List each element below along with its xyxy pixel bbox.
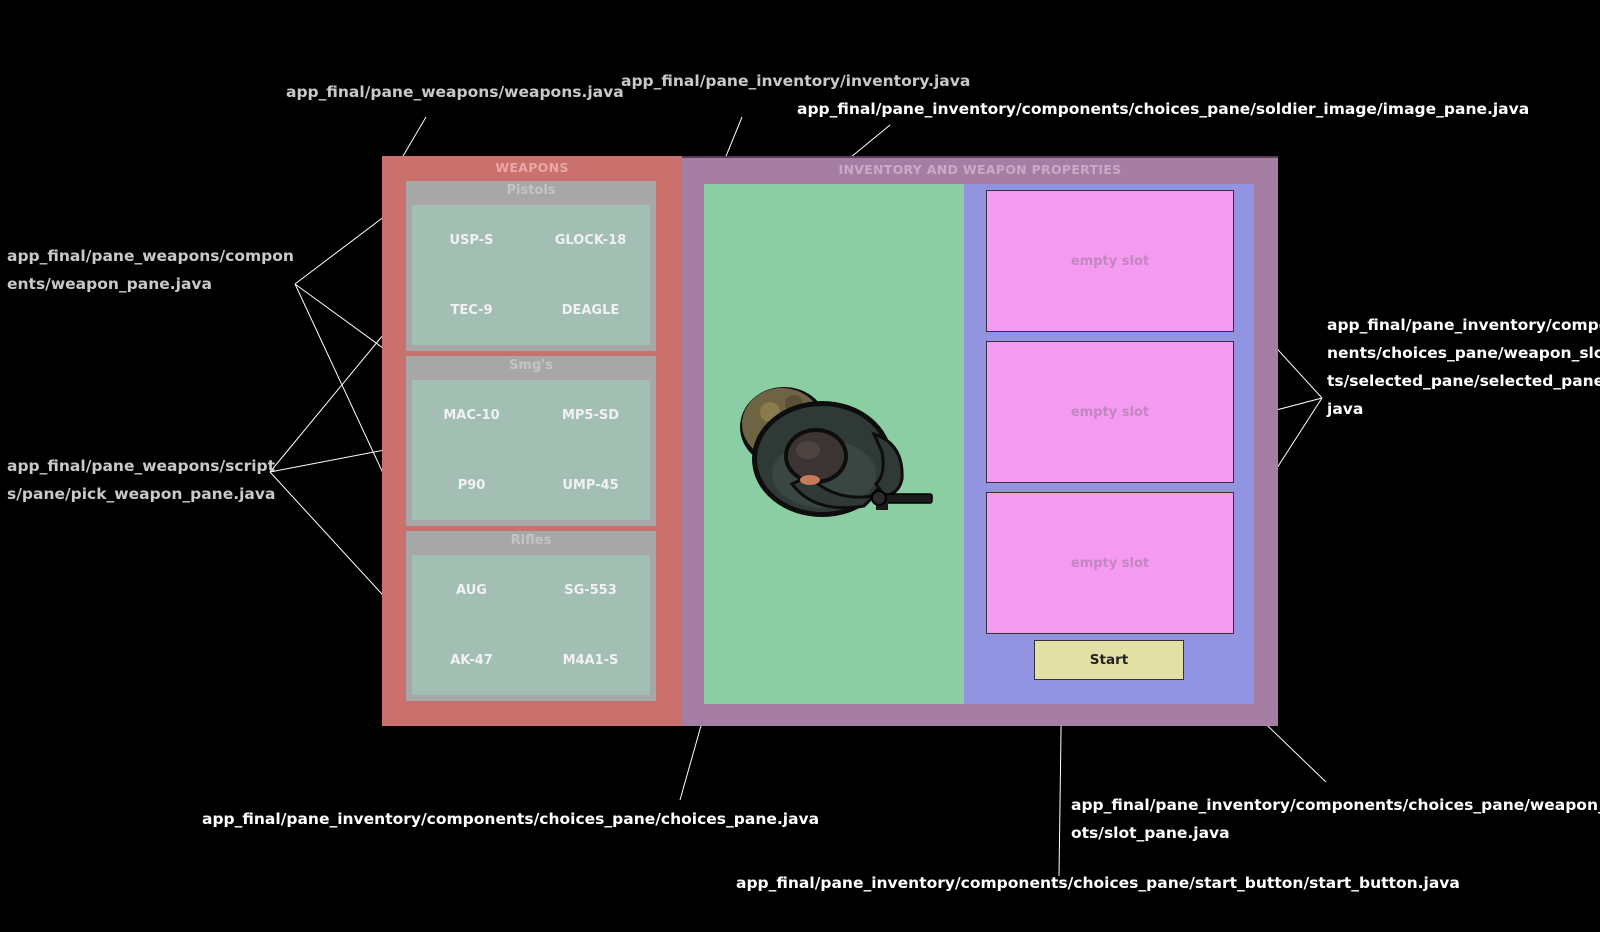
pick-weapon-pane: USP-S GLOCK-18 TEC-9 DEAGLE <box>412 205 650 345</box>
annotation-inventory-java: app_final/pane_inventory/inventory.java <box>621 72 971 90</box>
weapon-group-title: Pistols <box>506 183 556 198</box>
selected-weapon-slot-3[interactable]: empty slot <box>986 492 1234 634</box>
annotation-line: app_final/pane_weapons/script <box>7 457 276 475</box>
inventory-panel-title: INVENTORY AND WEAPON PROPERTIES <box>838 162 1122 177</box>
weapons-panel: WEAPONS Pistols USP-S GLOCK-18 TEC-9 DEA… <box>382 156 682 726</box>
annotation-line: ots/slot_pane.java <box>1071 824 1230 842</box>
annotation-line: app_final/pane_inventory/compo <box>1327 316 1600 334</box>
weapon-group-smgs: Smg's MAC-10 MP5-SD P90 UMP-45 <box>406 356 656 526</box>
inventory-panel: INVENTORY AND WEAPON PROPERTIES <box>682 156 1278 726</box>
annotation-pick-weapon-pane-java: app_final/pane_weapons/script s/pane/pic… <box>7 452 275 508</box>
soldier-image-pane <box>704 184 964 704</box>
annotation-weapons-java: app_final/pane_weapons/weapons.java <box>286 83 624 101</box>
annotation-line: nents/choices_pane/weapon_slo <box>1327 344 1600 362</box>
pick-weapon-pane: MAC-10 MP5-SD P90 UMP-45 <box>412 380 650 520</box>
annotation-line: app_final/pane_weapons/compon <box>7 247 294 265</box>
choices-pane: empty slot empty slot empty slot Start <box>704 184 1254 704</box>
annotation-line: ts/selected_pane/selected_pane. <box>1327 372 1600 390</box>
selected-weapon-slot-1[interactable]: empty slot <box>986 190 1234 332</box>
weapon-button-glock-18[interactable]: GLOCK-18 <box>554 232 627 248</box>
annotation-start-button-java: app_final/pane_inventory/components/choi… <box>736 874 1460 892</box>
annotation-line: ents/weapon_pane.java <box>7 275 212 293</box>
weapon-button-tec-9[interactable]: TEC-9 <box>450 302 493 318</box>
weapon-group-title: Rifles <box>510 533 552 548</box>
weapon-button-ak-47[interactable]: AK-47 <box>450 652 493 668</box>
weapon-button-p90[interactable]: P90 <box>457 477 486 493</box>
annotation-weapon-pane-java: app_final/pane_weapons/compon ents/weapo… <box>7 242 294 298</box>
annotation-selected-pane-java: app_final/pane_inventory/compo nents/cho… <box>1327 311 1600 423</box>
weapon-button-mp5-sd[interactable]: MP5-SD <box>561 407 620 423</box>
weapon-button-deagle[interactable]: DEAGLE <box>561 302 620 318</box>
weapons-panel-title: WEAPONS <box>495 160 569 175</box>
weapon-button-ump-45[interactable]: UMP-45 <box>562 477 619 493</box>
annotation-slot-pane-java: app_final/pane_inventory/components/choi… <box>1071 791 1600 847</box>
soldier-top-down-icon <box>740 387 933 517</box>
weapon-group-title: Smg's <box>509 358 553 373</box>
weapon-button-aug[interactable]: AUG <box>456 582 487 598</box>
weapon-button-usp-s[interactable]: USP-S <box>449 232 494 248</box>
weapon-button-m4a1-s[interactable]: M4A1-S <box>562 652 619 668</box>
start-button[interactable]: Start <box>1034 640 1184 680</box>
annotation-line: app_final/pane_inventory/components/choi… <box>1071 796 1600 814</box>
annotation-choices-pane-java: app_final/pane_inventory/components/choi… <box>202 810 820 828</box>
weapon-button-mac-10[interactable]: MAC-10 <box>443 407 500 423</box>
weapon-button-sg-553[interactable]: SG-553 <box>564 582 617 598</box>
selected-weapon-slot-2[interactable]: empty slot <box>986 341 1234 483</box>
annotation-line: java <box>1327 400 1364 418</box>
annotation-image-pane-java: app_final/pane_inventory/components/choi… <box>797 100 1530 118</box>
weapon-group-rifles: Rifles AUG SG-553 AK-47 M4A1-S <box>406 531 656 701</box>
annotation-line: s/pane/pick_weapon_pane.java <box>7 485 276 503</box>
pick-weapon-pane: AUG SG-553 AK-47 M4A1-S <box>412 555 650 695</box>
weapon-group-pistols: Pistols USP-S GLOCK-18 TEC-9 DEAGLE <box>406 181 656 351</box>
